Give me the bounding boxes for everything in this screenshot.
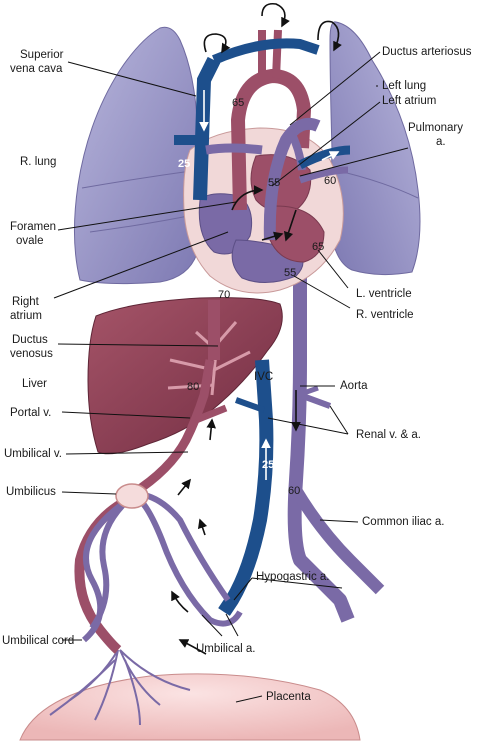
- value-svc: 25: [178, 158, 190, 170]
- label-renal-v-a: Renal v. & a.: [356, 429, 421, 441]
- label-foramen-ovale-line2: ovale: [16, 235, 44, 247]
- label-ductus-arteriosus: Ductus arteriosus: [382, 46, 472, 58]
- placenta-shape: [19, 673, 361, 741]
- label-ivc: IVC: [254, 371, 273, 383]
- right-lung-shape: [73, 26, 201, 285]
- umbilical-artery-1: [137, 491, 231, 602]
- aortic-arch: [230, 68, 312, 211]
- value-ivc-upper: 70: [218, 289, 230, 301]
- value-left-atrium: 55: [268, 177, 280, 189]
- label-r-ventricle: R. ventricle: [356, 309, 414, 321]
- label-left-atrium: Left atrium: [382, 95, 436, 107]
- label-pulmonary-a-line2: a.: [436, 136, 446, 148]
- superior-vena-cava: [193, 56, 221, 201]
- value-aortic-arch: 65: [232, 97, 244, 109]
- iliac-left: [290, 486, 385, 595]
- label-ductus-venosus-line2: venosus: [10, 348, 53, 360]
- label-portal-v: Portal v.: [10, 407, 51, 419]
- label-foramen-ovale-line1: Foramen: [10, 221, 56, 233]
- value-umbilical-v: 80: [187, 381, 199, 393]
- label-right-atrium-line1: Right: [12, 296, 40, 308]
- left-lung-shape: [329, 21, 421, 276]
- value-right-ventricle: 55: [284, 267, 296, 279]
- label-umbilical-a: Umbilical a.: [196, 643, 255, 655]
- value-left-ventricle: 65: [312, 241, 324, 253]
- umbilical-cord: [74, 495, 131, 654]
- pulmonary-artery-right: [205, 143, 263, 155]
- pulmonary-trunk: [263, 117, 321, 241]
- label-umbilical-v: Umbilical v.: [4, 448, 62, 460]
- value-ivc-lower: 25: [262, 459, 274, 471]
- label-umbilical-cord: Umbilical cord: [2, 635, 74, 647]
- head-vessel-2: [272, 29, 282, 79]
- brachiocephalic-blue: [212, 38, 320, 65]
- value-pulmonary-a: 60: [324, 175, 336, 187]
- portal-vein: [194, 404, 228, 424]
- label-liver: Liver: [22, 378, 47, 390]
- label-pulmonary-a-line1: Pulmonary: [408, 122, 463, 134]
- label-right-atrium-line2: atrium: [10, 310, 42, 322]
- renal-branch-right: [298, 392, 332, 409]
- umbilical-artery-2: [137, 497, 243, 627]
- label-ductus-venosus-line1: Ductus: [12, 334, 48, 346]
- label-r-lung: R. lung: [20, 156, 56, 168]
- leader-lines: [53, 51, 409, 703]
- label-aorta: Aorta: [340, 380, 368, 392]
- label-left-lung: Left lung: [382, 80, 426, 92]
- label-superior-vena-cava-line1: Superior: [20, 49, 64, 61]
- label-superior-vena-cava-line2: vena cava: [10, 63, 63, 75]
- label-placenta: Placenta: [266, 691, 311, 703]
- label-hypogastric-a: Hypogastric a.: [256, 571, 330, 583]
- placental-vessels: [49, 649, 191, 726]
- flow-arrows-white: [199, 90, 340, 480]
- value-descending-aorta: 60: [288, 485, 300, 497]
- label-umbilicus: Umbilicus: [6, 486, 56, 498]
- label-l-ventricle: L. ventricle: [356, 288, 412, 300]
- umbilicus-ring: [115, 483, 149, 509]
- renal-branch-left: [297, 385, 319, 398]
- pulmonary-vein-left: [297, 145, 351, 170]
- umbilical-vein: [129, 359, 215, 498]
- liver-shape: [87, 297, 283, 455]
- flow-arrows: [171, 2, 342, 655]
- descending-aorta: [287, 148, 355, 623]
- label-common-iliac-a: Common iliac a.: [362, 516, 444, 528]
